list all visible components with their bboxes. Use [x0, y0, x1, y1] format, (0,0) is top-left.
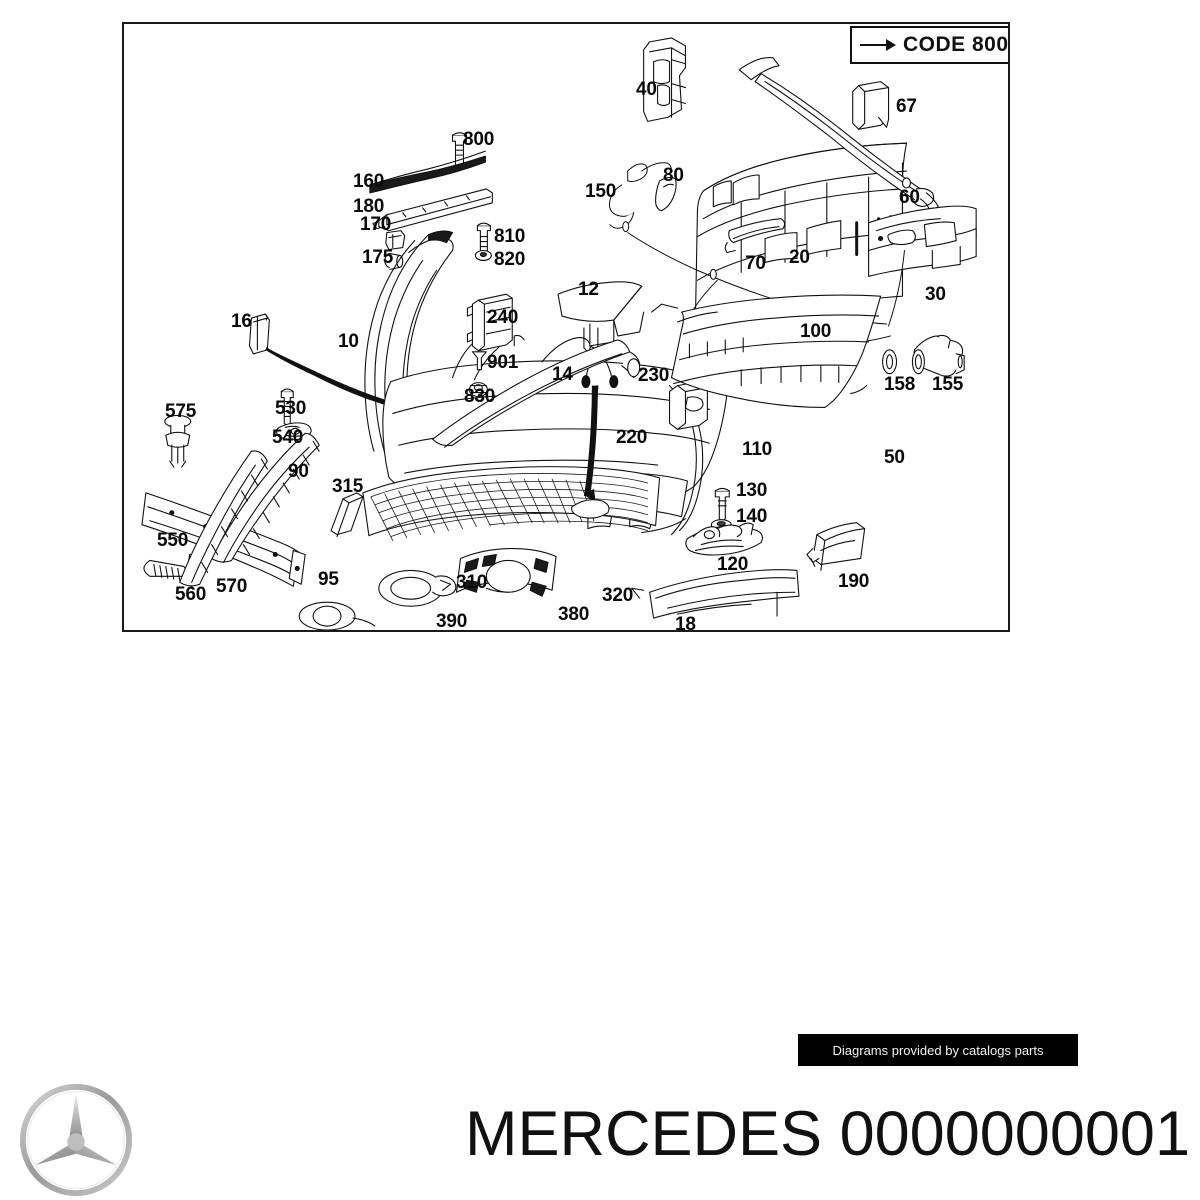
callout-310: 310 — [456, 572, 488, 593]
part-575-rivet — [164, 414, 192, 468]
part-110-lower-trim — [432, 334, 641, 448]
callout-18: 18 — [675, 614, 696, 635]
callout-100: 100 — [800, 321, 832, 342]
brand-part-title: MERCEDES 0000000001 — [0, 1098, 1190, 1170]
callout-315: 315 — [332, 476, 364, 497]
exploded-parts-illustration — [141, 37, 977, 630]
part-18-spoiler-trim — [631, 569, 800, 619]
part-830-nut — [468, 382, 488, 398]
code-badge-label: CODE 800 — [903, 33, 1009, 56]
part-number: 0000000001 — [839, 1099, 1190, 1169]
callout-170: 170 — [360, 214, 392, 235]
part-320-fog-grille — [455, 547, 557, 597]
watermark-text: Diagrams provided by catalogs parts — [832, 1042, 1044, 1058]
part-12-tow-cover — [557, 281, 645, 353]
part-190-clip — [806, 522, 866, 571]
callout-570: 570 — [216, 576, 248, 597]
part-240-module — [466, 293, 513, 352]
callout-140: 140 — [736, 506, 768, 527]
callout-158: 158 — [884, 374, 916, 395]
callout-95: 95 — [318, 569, 339, 590]
part-70-support — [724, 218, 786, 254]
callout-530: 530 — [275, 398, 307, 419]
part-310-mesh-grille — [362, 466, 661, 541]
callout-560: 560 — [175, 584, 207, 605]
part-80-bracket — [655, 176, 677, 212]
callout-80: 80 — [663, 165, 684, 186]
part-158-sensor-ring — [882, 349, 898, 375]
callout-320: 320 — [602, 585, 634, 606]
mercedes-benz-star-logo — [19, 1083, 133, 1197]
callout-16: 16 — [231, 311, 252, 332]
watermark-banner: Diagrams provided by catalogs parts — [798, 1034, 1078, 1066]
callout-12: 12 — [578, 279, 599, 300]
brand-name: MERCEDES — [465, 1099, 823, 1169]
callout-550: 550 — [157, 530, 189, 551]
callout-800: 800 — [463, 129, 495, 150]
callout-120: 120 — [717, 554, 749, 575]
right-arrow-icon — [860, 39, 896, 51]
callout-175: 175 — [362, 247, 394, 268]
callout-230: 230 — [638, 365, 670, 386]
part-175-bushing — [384, 252, 404, 270]
callout-220: 220 — [616, 427, 648, 448]
part-560-screw — [143, 559, 187, 581]
part-820-washer — [474, 249, 492, 261]
part-315-insert — [330, 492, 364, 538]
callout-40: 40 — [636, 79, 657, 100]
part-390-fog-ring — [298, 601, 376, 630]
callout-160: 160 — [353, 171, 385, 192]
part-60-crossmember — [738, 56, 939, 212]
callout-60: 60 — [899, 187, 920, 208]
callout-50: 50 — [884, 447, 905, 468]
part-530-screw — [280, 388, 294, 426]
diagram-frame: CODE 800 — [122, 22, 1010, 632]
callout-820: 820 — [494, 249, 526, 270]
callout-540: 540 — [272, 427, 304, 448]
part-30-bracket — [868, 205, 977, 277]
callout-180: 180 — [353, 196, 385, 217]
callout-380: 380 — [558, 604, 590, 625]
callout-190: 190 — [838, 571, 870, 592]
callout-110: 110 — [742, 439, 773, 460]
callout-130: 130 — [736, 480, 768, 501]
part-901-rivet — [471, 351, 487, 371]
callout-10: 10 — [338, 331, 359, 352]
callout-901: 901 — [487, 352, 519, 373]
callout-20: 20 — [789, 247, 810, 268]
part-160-trim — [369, 150, 486, 194]
part-95-grille-trim-lower — [179, 450, 268, 587]
part-67-spacer — [852, 81, 890, 130]
callout-90: 90 — [288, 461, 309, 482]
callout-390: 390 — [436, 611, 468, 632]
part-130-bolt — [714, 487, 730, 521]
callout-67: 67 — [896, 96, 917, 117]
callout-830: 830 — [464, 386, 496, 407]
part-380-fog-bezel — [378, 569, 457, 607]
callout-155: 155 — [932, 374, 964, 395]
callout-810: 810 — [494, 226, 526, 247]
part-50-lower-reinforcement — [651, 294, 882, 409]
part-120-bracket-assembly — [685, 522, 763, 556]
callout-240: 240 — [487, 307, 519, 328]
callout-30: 30 — [925, 284, 946, 305]
code-800-badge: CODE 800 — [850, 26, 1009, 64]
callout-14: 14 — [552, 364, 573, 385]
part-180-rail — [372, 188, 493, 232]
callout-70: 70 — [745, 253, 766, 274]
callout-575: 575 — [165, 401, 197, 422]
part-155-sensor — [911, 334, 965, 377]
part-170-clip — [385, 230, 406, 251]
callout-150: 150 — [585, 181, 617, 202]
part-90-grille-trim-upper — [211, 432, 320, 563]
part-40-crash-box — [643, 37, 687, 122]
